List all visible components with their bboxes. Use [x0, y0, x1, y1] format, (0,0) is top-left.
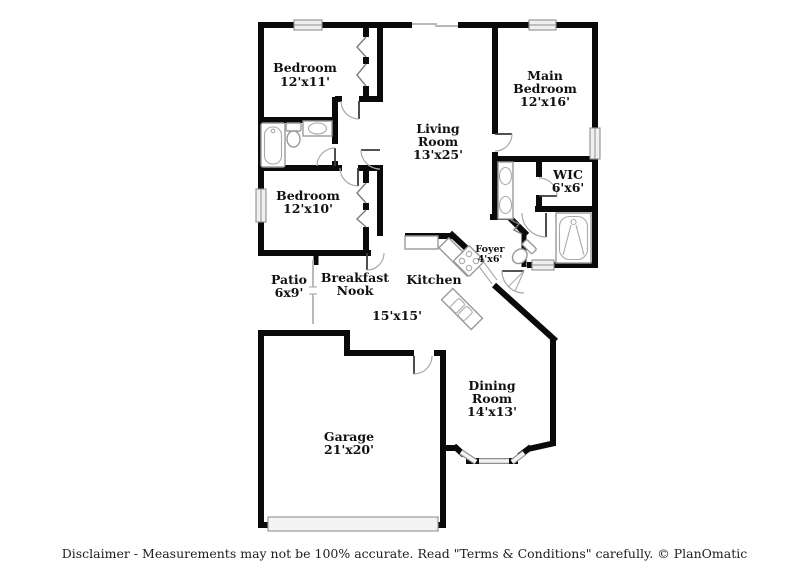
svg-text:Living: Living: [416, 121, 460, 136]
stove: [453, 245, 485, 277]
door-hallway: [360, 149, 381, 170]
svg-text:21'x20': 21'x20': [324, 442, 374, 457]
counter: [404, 235, 439, 250]
svg-text:Breakfast: Breakfast: [321, 270, 389, 285]
svg-text:Dining: Dining: [468, 378, 516, 393]
garage-door: [267, 516, 439, 532]
room-label-main-bedroom: Main Bedroom 12'x16': [513, 68, 577, 109]
svg-text:Room: Room: [472, 391, 512, 406]
disclaimer-text: Disclaimer - Measurements may not be 100…: [61, 546, 748, 561]
window-main-bedroom-right: [589, 127, 601, 160]
room-label-garage: Garage 21'x20': [324, 429, 374, 457]
svg-text:Room: Room: [418, 134, 458, 149]
svg-text:Kitchen: Kitchen: [406, 272, 461, 287]
svg-text:6'x6': 6'x6': [552, 180, 585, 195]
window-bath-entry: [531, 259, 555, 271]
floor-plan-svg: Bedroom 12'x11' Main Bedroom 12'x16' Liv…: [255, 19, 601, 532]
closet-bifold-foyer: [510, 219, 523, 235]
svg-text:Main: Main: [527, 68, 563, 83]
room-label-breakfast-nook: Breakfast Nook: [321, 270, 389, 298]
room-label-bedroom-1: Bedroom 12'x11': [273, 60, 337, 89]
svg-text:Bedroom: Bedroom: [276, 188, 340, 203]
svg-text:12'x16': 12'x16': [520, 94, 570, 109]
room-label-kitchen-dims: 15'x15': [372, 308, 422, 323]
room-label-wic: WIC 6'x6': [552, 167, 585, 195]
window-bedroom2-left: [255, 188, 267, 223]
svg-text:Foyer: Foyer: [475, 244, 505, 255]
toilet: [511, 239, 537, 265]
door-main-bath: [521, 212, 547, 238]
svg-text:WIC: WIC: [552, 167, 583, 182]
double-vanity: [497, 161, 514, 220]
svg-text:Nook: Nook: [337, 283, 374, 298]
door-bedroom1: [340, 100, 360, 120]
room-label-patio: Patio 6x9': [271, 272, 307, 300]
toilet-bowl: [286, 130, 301, 148]
door-hall-bath: [316, 147, 336, 167]
svg-text:6x9': 6x9': [275, 285, 304, 300]
room-label-bedroom-2: Bedroom 12'x10': [276, 188, 340, 216]
svg-text:Bedroom: Bedroom: [273, 60, 337, 75]
door-bedroom2: [339, 167, 359, 187]
svg-text:Garage: Garage: [324, 429, 374, 444]
front-door: [501, 270, 525, 294]
svg-text:4'x6': 4'x6': [478, 254, 503, 265]
door-nook-hall: [366, 252, 385, 271]
svg-text:15'x15': 15'x15': [372, 308, 422, 323]
closet-bifold-bedroom1: [356, 36, 367, 87]
svg-text:Bedroom: Bedroom: [513, 81, 577, 96]
main-bathroom-fixtures: [497, 161, 592, 265]
shower: [555, 212, 592, 264]
hall-bathroom-fixtures: [260, 120, 333, 168]
room-label-kitchen: Kitchen: [406, 272, 461, 287]
patio-screen-line: [309, 260, 317, 324]
door-wic: [538, 177, 558, 197]
door-main-bedroom: [494, 133, 513, 152]
svg-text:12'x10': 12'x10': [283, 201, 333, 216]
room-label-living-room: Living Room 13'x25': [413, 121, 463, 162]
toilet-tank: [285, 122, 302, 132]
opening-living-room-top: [412, 23, 458, 27]
svg-text:Patio: Patio: [271, 272, 307, 287]
room-label-dining-room: Dining Room 14'x13': [467, 378, 517, 419]
svg-text:12'x11': 12'x11': [280, 74, 330, 89]
svg-text:13'x25': 13'x25': [413, 147, 463, 162]
window-main-bedroom-top: [528, 19, 557, 31]
kitchen-sink: [449, 298, 473, 322]
window-bedroom1-top: [293, 19, 323, 31]
svg-text:14'x13': 14'x13': [467, 404, 517, 419]
door-garage: [413, 355, 433, 375]
room-label-foyer: Foyer 4'x6': [475, 244, 505, 265]
kitchen-counters: [404, 235, 485, 331]
closet-bifold-bedroom2: [355, 182, 367, 228]
bay-window-dining: [459, 449, 526, 465]
bathtub: [260, 122, 286, 168]
